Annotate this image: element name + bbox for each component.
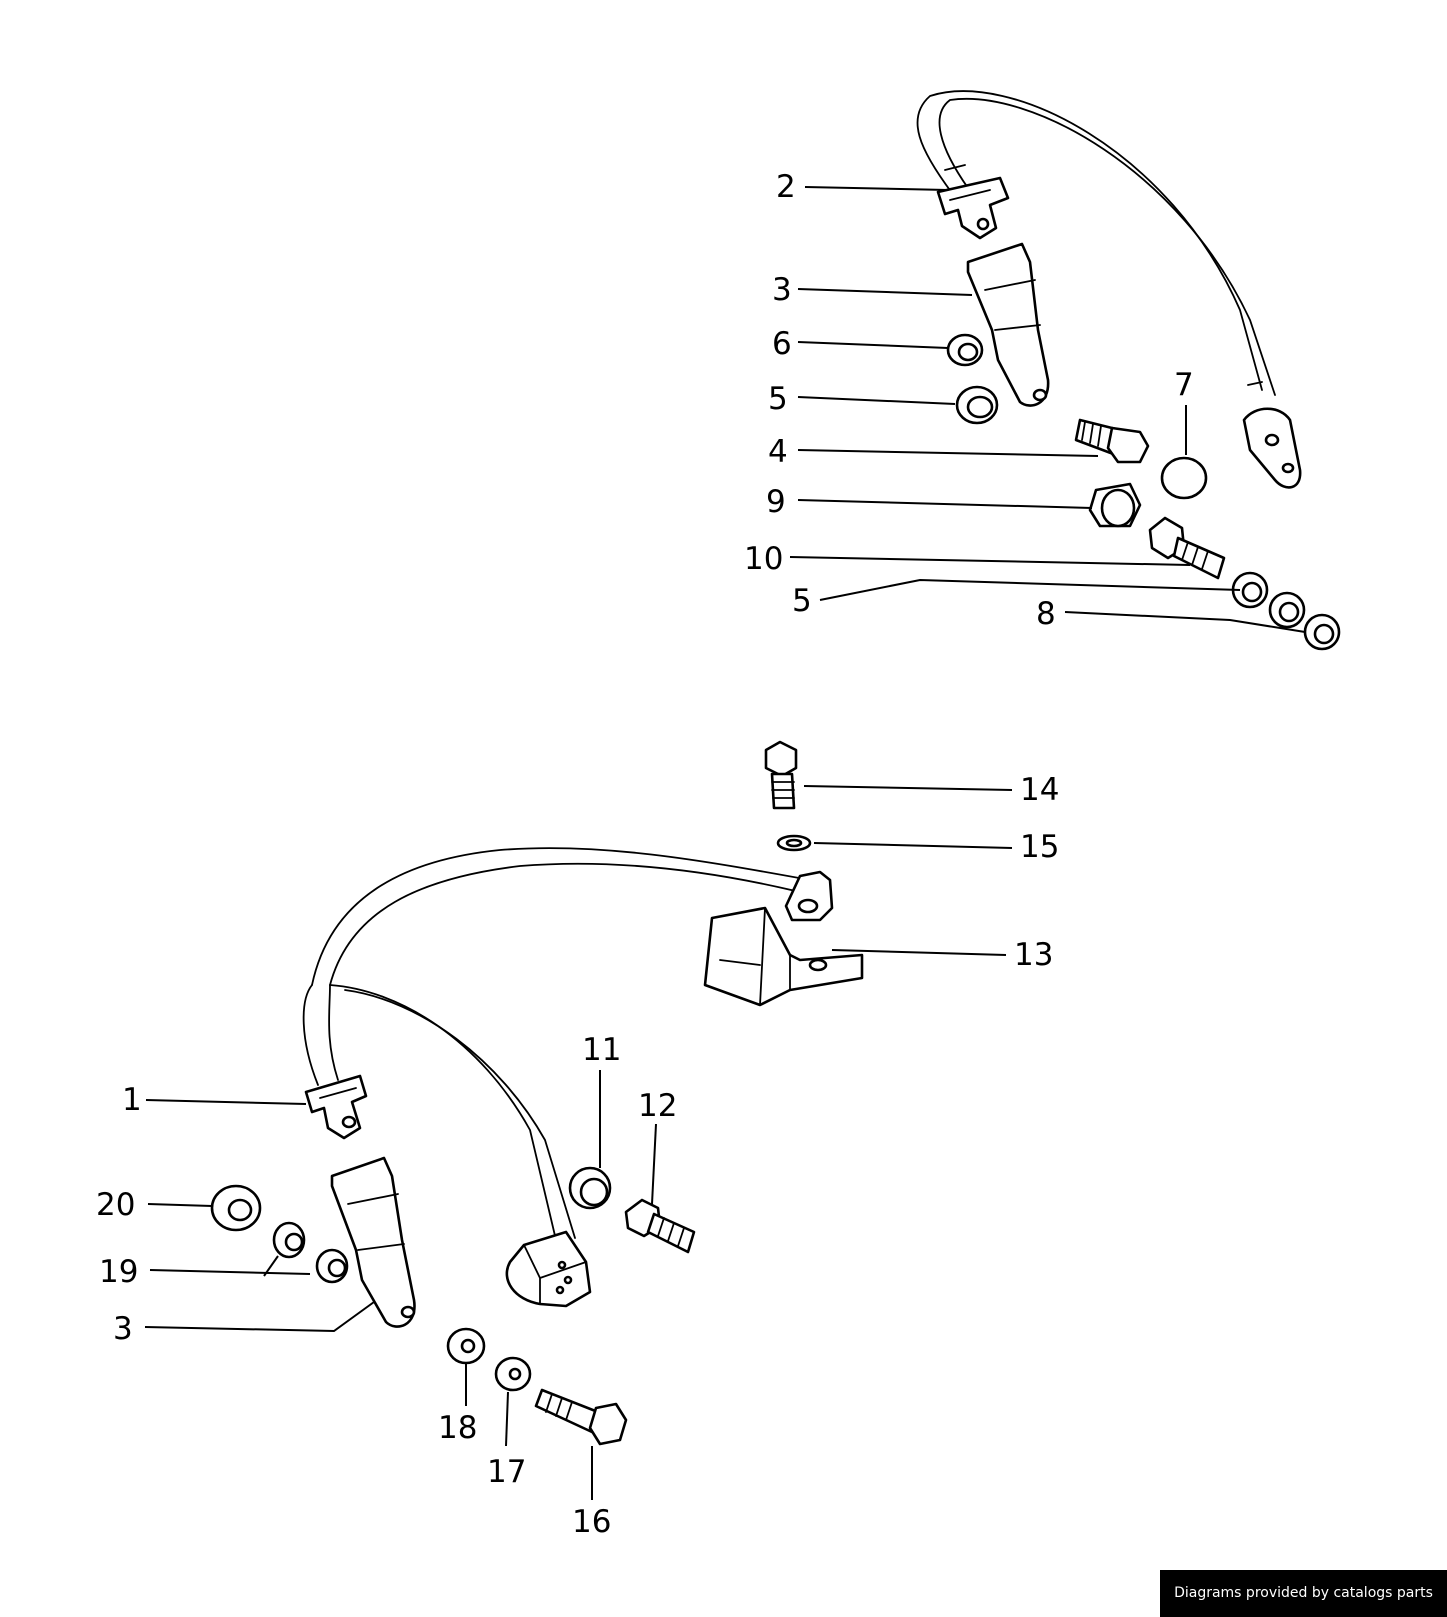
- top-cap-7: [1160, 456, 1208, 500]
- bottom-bracket-13: [703, 906, 864, 1007]
- bottom-spacer-11: [568, 1166, 612, 1210]
- callout-11: 11: [582, 1032, 621, 1068]
- bottom-washer-15: [776, 834, 812, 852]
- callout-19: 19: [99, 1254, 138, 1290]
- callout-17: 17: [487, 1454, 526, 1490]
- top-assembly: 2 3 6 5 4 7 9 10 5 8: [744, 90, 1341, 651]
- bottom-leader-lines: [144, 785, 1013, 1500]
- callout-2: 2: [776, 169, 796, 205]
- callout-10: 10: [744, 541, 783, 577]
- top-spacer-6: [946, 333, 984, 367]
- callout-16: 16: [572, 1504, 611, 1540]
- diagram-credit-banner: Diagrams provided by catalogs parts: [1160, 1570, 1447, 1617]
- callout-7: 7: [1174, 367, 1194, 403]
- top-callouts: 2 3 6 5 4 7 9 10 5 8: [744, 169, 1194, 632]
- top-bolt-4: [1074, 418, 1150, 464]
- bottom-bolt-14: [764, 740, 798, 810]
- top-washer-stack: [1231, 571, 1341, 651]
- callout-8: 8: [1036, 596, 1056, 632]
- callout-15: 15: [1020, 829, 1059, 865]
- callout-6: 6: [772, 326, 792, 362]
- bottom-upper-anchor-plate: [784, 870, 834, 922]
- callout-18: 18: [438, 1410, 477, 1446]
- bottom-bushing-20: [210, 1184, 262, 1232]
- bottom-anchor-plate-1: [304, 1074, 368, 1140]
- callout-4: 4: [768, 434, 788, 470]
- bottom-bolt-16: [534, 1388, 628, 1446]
- top-anchor-plate: [936, 176, 1010, 240]
- callout-20: 20: [96, 1187, 135, 1223]
- callout-5: 5: [768, 381, 788, 417]
- bottom-spacers-19: [272, 1221, 349, 1284]
- callout-9: 9: [766, 484, 786, 520]
- callout-1: 1: [122, 1082, 142, 1118]
- callout-13: 13: [1014, 937, 1053, 973]
- top-bushing-5: [955, 385, 999, 425]
- bottom-callouts: 14 15 13 11 12 1 20 19 3 18 17 16: [96, 772, 1059, 1540]
- callout-3: 3: [113, 1311, 133, 1347]
- callout-5: 5: [792, 583, 812, 619]
- top-lower-anchor-plate: [1242, 407, 1302, 489]
- top-leader-lines: [789, 186, 1306, 633]
- bottom-bolt-12: [624, 1198, 696, 1254]
- bottom-washer-17: [494, 1356, 532, 1392]
- top-spacer-9: [1088, 482, 1142, 528]
- bottom-retractor-housing: [505, 1230, 592, 1308]
- bottom-belt-strap: [302, 847, 813, 1241]
- bottom-washer-18: [446, 1327, 486, 1365]
- bottom-assembly: 14 15 13 11 12 1 20 19 3 18 17 16: [96, 740, 1059, 1540]
- callout-3: 3: [772, 272, 792, 308]
- callout-14: 14: [1020, 772, 1059, 808]
- top-bolt-10: [1148, 516, 1226, 580]
- bottom-buckle-tongue: [330, 1156, 416, 1328]
- callout-12: 12: [638, 1088, 677, 1124]
- top-buckle-tongue: [966, 242, 1050, 407]
- top-belt-strap: [916, 90, 1276, 396]
